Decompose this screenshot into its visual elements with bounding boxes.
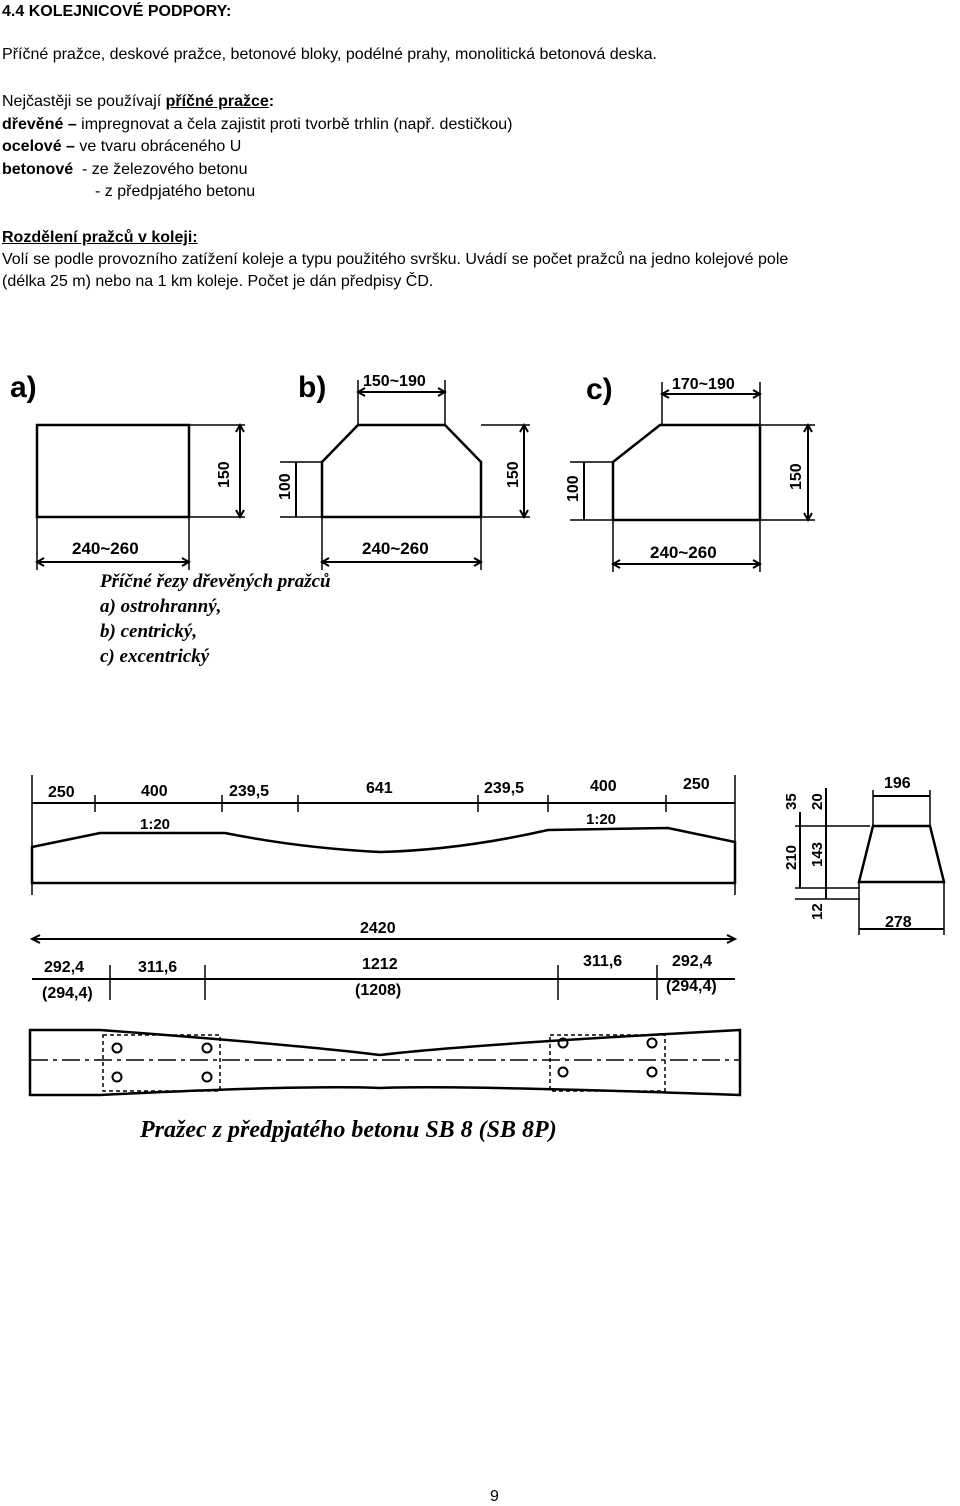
dim-a-width: 240~260 — [72, 539, 139, 558]
concrete-caption: Pražec z předpjatého betonu SB 8 (SB 8P) — [139, 1117, 557, 1143]
section-c-shape — [611, 423, 762, 522]
dim-bottom-alt-1: (294,4) — [42, 985, 93, 1002]
type-term: betonové — [2, 161, 74, 178]
dim-bottom-2: 311,6 — [138, 959, 177, 976]
dim-bottom-1: 292,4 — [44, 959, 84, 976]
dim-c-height: 150 — [788, 463, 805, 490]
dim-c-width: 240~260 — [650, 543, 717, 562]
dim-bottom-alt-3: (294,4) — [666, 978, 717, 995]
dim-section-20: 20 — [809, 793, 826, 810]
dim-top-2: 400 — [141, 783, 168, 800]
type-desc: - ze železového betonu — [82, 161, 248, 178]
label-a: a) — [10, 371, 37, 404]
dim-b-width: 240~260 — [362, 539, 429, 558]
dim-top-4: 641 — [366, 780, 393, 797]
dim-top-7: 250 — [683, 776, 710, 793]
dim-b-top: 150~190 — [363, 373, 426, 390]
type-desc: ve tvaru obráceného U — [79, 138, 242, 155]
sleeper-cross-section — [857, 824, 946, 884]
dim-section-35: 35 — [783, 793, 800, 810]
dim-a-height: 150 — [216, 461, 233, 488]
dim-top-1: 250 — [48, 784, 75, 801]
slope-right: 1:20 — [586, 811, 616, 828]
sleeper-side-profile — [30, 826, 737, 885]
distribution-line-1: Volí se podle provozního zatížení koleje… — [2, 251, 789, 268]
type-desc: impregnovat a čela zajistit proti tvorbě… — [81, 116, 513, 133]
wood-sleeper-figure: a) 150 240~260 b) 150~190 100 150 240~26… — [10, 371, 815, 667]
wood-caption-title: Příčné řezy dřevěných pražců — [99, 571, 331, 592]
dim-section-143: 143 — [809, 842, 826, 867]
type-concrete: betonové - ze železového betonu — [2, 160, 247, 179]
wood-caption-a: a) ostrohranný, — [100, 596, 221, 617]
dim-bottom-3: 1212 — [362, 956, 398, 973]
dim-top-5: 239,5 — [484, 780, 524, 797]
dim-c-side: 100 — [565, 475, 582, 502]
dim-top-3: 239,5 — [229, 783, 269, 800]
label-b: b) — [298, 371, 326, 404]
dim-b-side: 100 — [277, 473, 294, 500]
type-term: dřevěné — [2, 116, 64, 133]
dim-top-6: 400 — [590, 778, 617, 795]
dim-section-bottom: 278 — [885, 914, 912, 931]
dim-section-12: 12 — [809, 903, 826, 920]
type-steel: ocelové – ve tvaru obráceného U — [2, 137, 241, 156]
page-number: 9 — [490, 1488, 499, 1505]
type-dash: – — [61, 138, 80, 155]
concrete-sleeper-figure: 250 400 239,5 641 239,5 400 250 1:20 1:2… — [28, 775, 946, 1143]
dim-c-top: 170~190 — [672, 376, 735, 393]
dim-section-top: 196 — [884, 775, 911, 792]
type-concrete-extra: - z předpjatého betonu — [95, 183, 256, 200]
type-dash: – — [63, 116, 82, 133]
slope-left: 1:20 — [140, 816, 170, 833]
label-c: c) — [586, 373, 613, 406]
sleeper-plan-view — [28, 1028, 742, 1097]
section-heading: 4.4 KOLEJNICOVÉ PODPORY: — [2, 3, 232, 20]
fastening-holes — [111, 1037, 658, 1083]
intro-paragraph: Příčné pražce, deskové pražce, betonové … — [2, 46, 657, 63]
most-used-line: Nejčastěji se používají příčné pražce: — [2, 92, 274, 111]
distribution-title: Rozdělení pražců v koleji: — [2, 229, 198, 246]
most-used-prefix: Nejčastěji se používají — [2, 93, 166, 110]
dim-section-210: 210 — [783, 845, 800, 870]
most-used-highlight: příčné pražce — [165, 93, 269, 110]
wood-caption-c: c) excentrický — [100, 646, 210, 667]
type-term: ocelové — [2, 138, 62, 155]
distribution-line-2: (délka 25 m) nebo na 1 km koleje. Počet … — [2, 273, 434, 290]
dim-bottom-4: 311,6 — [583, 953, 622, 970]
type-wood: dřevěné – impregnovat a čela zajistit pr… — [2, 115, 512, 134]
section-a-shape — [35, 423, 191, 519]
dim-bottom-alt-2: (1208) — [355, 982, 401, 999]
dim-b-height: 150 — [505, 461, 522, 488]
wood-caption-b: b) centrický, — [100, 621, 197, 642]
dim-total: 2420 — [360, 920, 396, 937]
dim-bottom-5: 292,4 — [672, 953, 712, 970]
most-used-suffix: : — [268, 93, 275, 110]
